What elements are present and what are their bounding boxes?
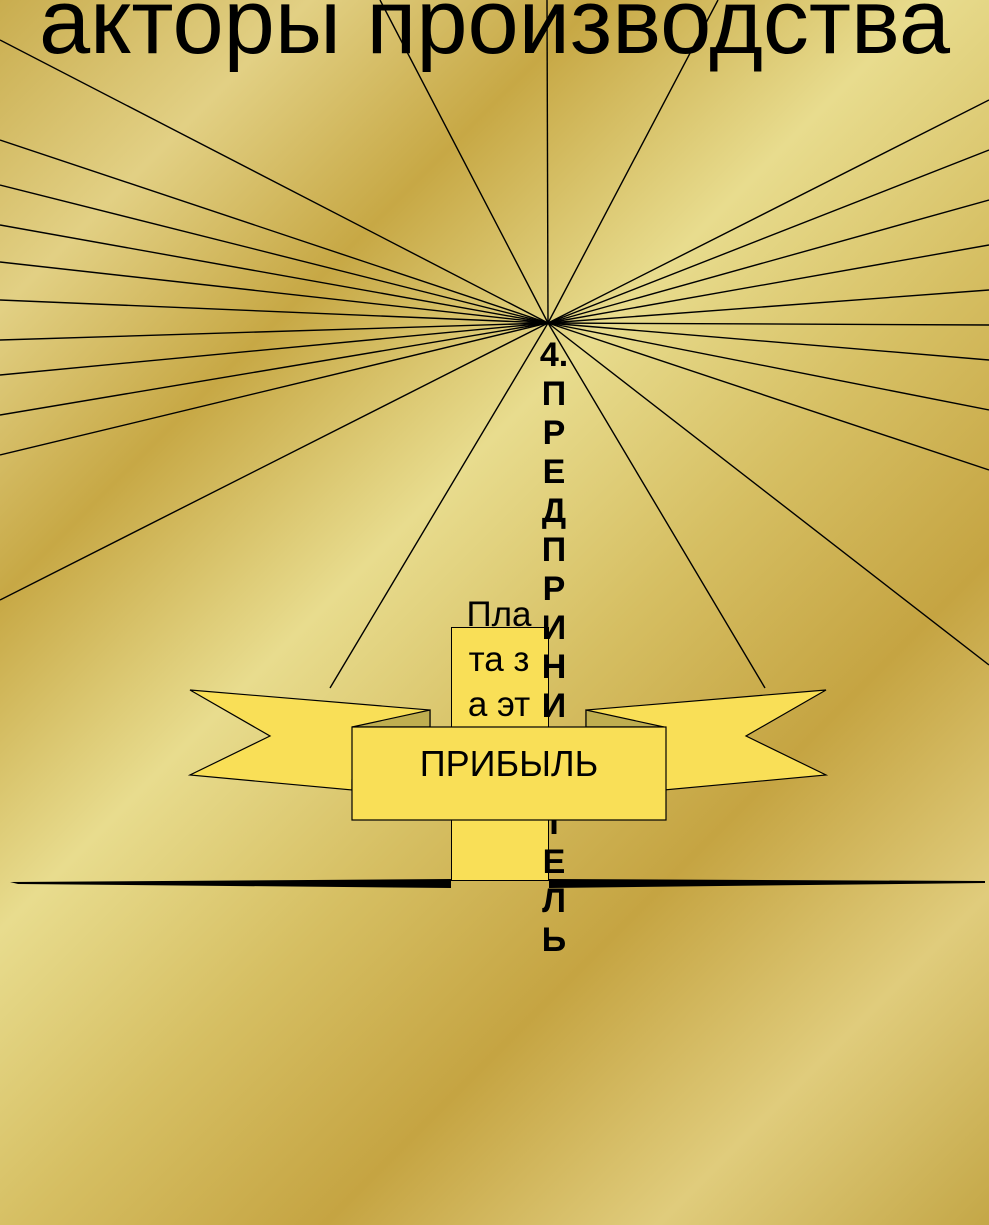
banner-label: ПРИБЫЛЬ	[352, 727, 666, 801]
